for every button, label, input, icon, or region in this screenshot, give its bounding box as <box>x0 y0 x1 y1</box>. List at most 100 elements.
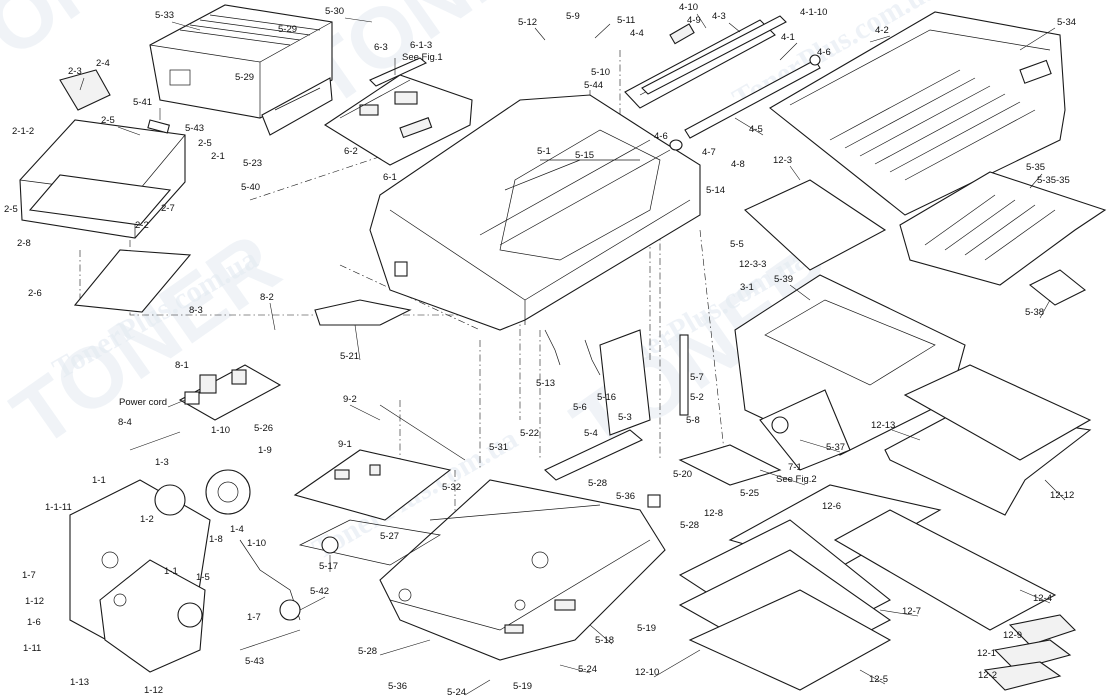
callout-label-5-12: 5-12 <box>518 17 537 28</box>
callout-label-6-2: 6-2 <box>344 146 358 157</box>
callout-label-1-12a: 1-12 <box>25 596 44 607</box>
callout-label-5-42: 5-42 <box>310 586 329 597</box>
rear-cover-part <box>149 4 333 119</box>
callout-label-2-7: 2-7 <box>161 203 175 214</box>
callout-label-12-7: 12-7 <box>902 606 921 617</box>
callout-label-6-1-3: 6-1-3 <box>410 40 432 51</box>
callout-label-see-fig1: See Fig.1 <box>402 52 443 63</box>
main-frame-part <box>369 94 701 331</box>
control-board-part <box>293 449 452 566</box>
callout-label-5-16: 5-16 <box>597 392 616 403</box>
callout-label-2-2: 2-2 <box>135 220 149 231</box>
callout-label-4-7: 4-7 <box>702 147 716 158</box>
motor-gear-assembly-part <box>69 469 301 673</box>
callout-label-5-35: 5-35 <box>1026 162 1045 173</box>
callout-label-5-24b: 5-24 <box>447 687 466 698</box>
callout-label-5-26: 5-26 <box>254 423 273 434</box>
callout-label-5-24a: 5-24 <box>578 664 597 675</box>
callout-label-5-29b: 5-29 <box>235 72 254 83</box>
callout-label-2-1: 2-1 <box>211 151 225 162</box>
callout-label-5-11: 5-11 <box>617 15 635 26</box>
callout-label-5-18: 5-18 <box>595 635 614 646</box>
callout-label-power-cord: Power cord <box>119 397 167 408</box>
main-board-part <box>261 57 473 166</box>
callout-label-2-5b: 2-5 <box>198 138 212 149</box>
callout-label-2-5a: 2-5 <box>101 115 115 126</box>
callout-leaders <box>79 13 1066 696</box>
callout-label-see-fig2: See Fig.2 <box>776 474 817 485</box>
callout-label-5-25: 5-25 <box>740 488 759 499</box>
callout-label-5-31: 5-31 <box>489 442 508 453</box>
paper-sheets-part <box>678 364 1092 691</box>
callout-label-5-13: 5-13 <box>536 378 555 389</box>
callout-label-12-13: 12-13 <box>871 420 895 431</box>
callout-label-4-10: 4-10 <box>679 2 698 13</box>
callout-label-5-5: 5-5 <box>730 239 744 250</box>
callout-label-5-43b: 5-43 <box>245 656 264 667</box>
callout-label-7-1: 7-1 <box>788 462 802 473</box>
callout-label-4-4: 4-4 <box>630 28 644 39</box>
callout-label-5-43: 5-43 <box>185 123 204 134</box>
callout-label-2-4: 2-4 <box>96 58 110 69</box>
callout-label-5-36a: 5-36 <box>616 491 635 502</box>
callout-label-5-37: 5-37 <box>826 442 845 453</box>
callout-label-5-21: 5-21 <box>340 351 359 362</box>
callout-label-5-10: 5-10 <box>591 67 610 78</box>
callout-label-5-4: 5-4 <box>584 428 598 439</box>
callout-label-1-2: 1-2 <box>140 514 154 525</box>
callout-label-4-5: 4-5 <box>749 124 763 135</box>
callout-label-5-44: 5-44 <box>584 80 603 91</box>
callout-label-2-3: 2-3 <box>68 66 82 77</box>
callout-label-5-9: 5-9 <box>566 11 580 22</box>
callout-label-5-1: 5-1 <box>537 146 551 157</box>
callout-label-1-10a: 1-10 <box>211 425 230 436</box>
callout-label-4-3: 4-3 <box>712 11 726 22</box>
callout-label-1-1a: 1-1 <box>92 475 106 486</box>
callout-label-8-4: 8-4 <box>118 417 132 428</box>
callout-label-5-2: 5-2 <box>690 392 704 403</box>
callout-label-5-35-35: 5-35-35 <box>1037 175 1070 186</box>
top-cover-part <box>769 11 1066 216</box>
callout-label-9-2: 9-2 <box>343 394 357 405</box>
callout-label-4-6b: 4-6 <box>654 131 668 142</box>
callout-label-2-8: 2-8 <box>17 238 31 249</box>
power-board-part <box>178 364 282 421</box>
tray-part <box>744 171 1107 306</box>
callout-label-5-23: 5-23 <box>243 158 262 169</box>
callout-label-5-38: 5-38 <box>1025 307 1044 318</box>
callout-label-12-6: 12-6 <box>822 501 841 512</box>
callout-label-5-33: 5-33 <box>155 10 174 21</box>
callout-label-2-6: 2-6 <box>28 288 42 299</box>
callout-label-12-8: 12-8 <box>704 508 723 519</box>
callout-label-3-1: 3-1 <box>740 282 754 293</box>
callout-label-4-1: 4-1 <box>781 32 795 43</box>
callout-label-1-13: 1-13 <box>70 677 89 688</box>
callout-label-5-20: 5-20 <box>673 469 692 480</box>
callout-label-5-6: 5-6 <box>573 402 587 413</box>
callout-label-5-3: 5-3 <box>618 412 632 423</box>
callout-label-1-10b: 1-10 <box>247 538 266 549</box>
callout-label-5-40: 5-40 <box>241 182 260 193</box>
callout-label-9-1: 9-1 <box>338 439 352 450</box>
callout-label-12-10: 12-10 <box>635 667 659 678</box>
callout-label-12-3: 12-3 <box>773 155 792 166</box>
callout-label-12-4: 12-4 <box>1033 593 1052 604</box>
callout-label-8-3: 8-3 <box>189 305 203 316</box>
callout-label-5-34: 5-34 <box>1057 17 1076 28</box>
callout-label-5-32: 5-32 <box>442 482 461 493</box>
callout-label-12-3-3: 12-3-3 <box>739 259 766 270</box>
rods-and-small-parts <box>129 299 782 651</box>
callout-label-5-17: 5-17 <box>319 561 338 572</box>
callout-label-5-28b: 5-28 <box>680 520 699 531</box>
callout-label-1-9: 1-9 <box>258 445 272 456</box>
callout-label-12-2: 12-2 <box>978 670 997 681</box>
callout-label-1-8: 1-8 <box>209 534 223 545</box>
callout-label-1-1-11: 1-1-11 <box>45 502 72 513</box>
callout-label-1-3: 1-3 <box>155 457 169 468</box>
callout-label-5-19b: 5-19 <box>513 681 532 692</box>
callout-label-5-27: 5-27 <box>380 531 399 542</box>
callout-label-4-9: 4-9 <box>687 15 701 26</box>
callout-label-1-4: 1-4 <box>230 524 244 535</box>
